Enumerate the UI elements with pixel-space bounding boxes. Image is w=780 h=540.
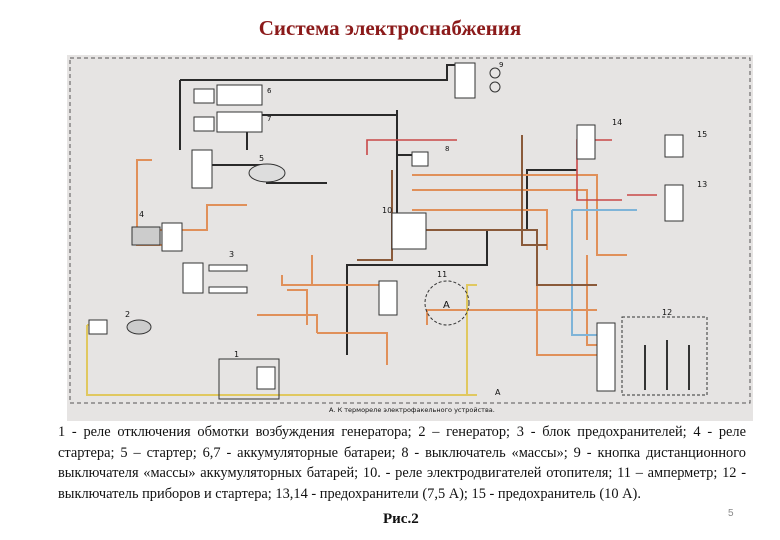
yellow-wires [86,284,477,396]
brown-wires [357,135,597,286]
label-14: 14 [612,118,622,127]
starter-relay: 4 [131,210,183,252]
battery-markers: 6 7 [267,87,272,123]
page-number: 5 [728,508,734,519]
label-1: 1 [234,350,239,359]
fuse-15: 15 [664,130,707,158]
label-13: 13 [697,180,707,189]
label-6: 6 [267,87,272,95]
label-4: 4 [139,210,144,219]
fuse-block: 3 [182,250,248,294]
label-3: 3 [229,250,234,259]
mass-switch: 8 [411,145,449,167]
wiring-diagram-svg: 9 5 8 4 3 10 [69,57,751,414]
figure-label: Рис.2 [383,511,419,527]
label-2: 2 [125,310,130,319]
ammeter: А 11 [378,270,470,326]
instrument-switch: 12 [596,308,708,396]
label-8: 8 [445,145,449,153]
starter-component: 5 [191,149,286,189]
fuses-13: 13 [664,180,707,222]
fuses-14: 14 [576,118,622,160]
generator-connector: 2 [88,310,152,335]
label-11: 11 [437,270,447,279]
blue-wires [571,209,637,336]
wiring-diagram: 9 5 8 4 3 10 [67,55,753,421]
label-7: 7 [267,115,271,123]
heater-relay: 10 [382,206,427,250]
field-winding-relay: 1 [218,350,280,400]
label-10: 10 [382,206,392,215]
wire-end-label: А [495,388,501,397]
label-15: 15 [697,130,707,139]
label-12: 12 [662,308,672,317]
slide-title: Система электроснабжения [258,16,522,40]
label-9: 9 [499,61,503,69]
generator-connector-top: 9 [454,61,503,99]
orange-wires [136,159,627,365]
figure-caption: 1 - реле отключения обмотки возбуждения … [58,424,746,502]
relay-block-top-left [193,84,263,133]
label-5: 5 [259,154,264,163]
diagram-footnote: А. К термореле электрофакельного устройс… [329,406,495,414]
diagram-border [69,57,751,404]
ammeter-symbol: А [443,300,450,311]
